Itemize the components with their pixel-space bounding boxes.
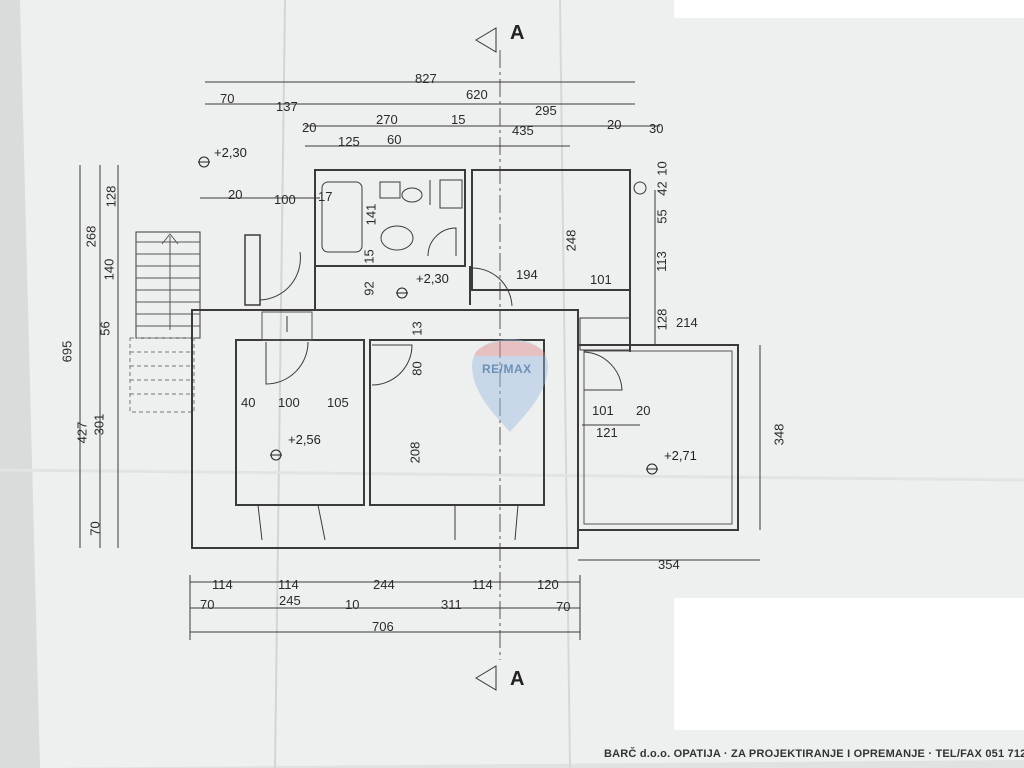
dim-left: 70 [87, 521, 103, 536]
dim-interior: 92 [361, 281, 377, 296]
dim-bottom: 10 [345, 597, 360, 612]
dim-interior: 40 [241, 395, 256, 410]
level-mark: +2,71 [664, 448, 697, 463]
dim-interior: 13 [409, 321, 425, 336]
dim-interior: 208 [407, 441, 423, 464]
dim-interior: 248 [563, 229, 579, 252]
paper-sheet [20, 0, 1024, 768]
title-block-footer: BARČ d.o.o. OPATIJA · ZA PROJEKTIRANJE I… [604, 748, 1024, 760]
dim-misc: 42 [654, 181, 670, 196]
dim-bottom: 114 [278, 577, 299, 592]
level-mark: +2,30 [214, 145, 247, 160]
dim-bottom: 245 [279, 593, 301, 608]
dim-right: 348 [771, 423, 787, 446]
dim-top: 137 [276, 99, 298, 114]
dim-top: 620 [466, 87, 488, 102]
dim-misc: 10 [654, 161, 670, 176]
section-mark-bottom: A [510, 668, 525, 690]
dim-bottom: 114 [212, 577, 233, 592]
dim-interior: 15 [361, 249, 377, 264]
dim-left: 427 [74, 421, 90, 444]
dim-interior: 80 [409, 361, 425, 376]
dim-bottom: 114 [472, 577, 493, 592]
dim-bottom-overall: 706 [372, 619, 394, 634]
level-mark: +2,30 [416, 271, 449, 286]
dim-misc: 214 [676, 315, 698, 330]
watermark-logo [472, 339, 548, 432]
dim-right: 354 [658, 557, 680, 572]
dim-interior: 101 [590, 272, 612, 287]
dim-misc: 55 [654, 209, 670, 224]
dim-bottom: 70 [556, 599, 571, 614]
dim-top: 295 [535, 103, 557, 118]
dim-bottom: 244 [373, 577, 395, 592]
dim-left: 301 [91, 413, 107, 436]
dim-interior: 101 [592, 403, 614, 418]
level-mark: +2,56 [288, 432, 321, 447]
dim-interior: 105 [327, 395, 349, 410]
redaction-mask [674, 598, 1024, 730]
dim-interior: 100 [278, 395, 300, 410]
redaction-mask [674, 0, 1024, 18]
dim-bottom: 311 [441, 597, 462, 612]
dim-top: 125 [338, 134, 360, 149]
dim-top: 20 [607, 117, 622, 132]
dim-bottom: 120 [537, 577, 559, 592]
section-mark-top: A [510, 22, 525, 44]
dim-interior: 20 [636, 403, 651, 418]
dim-top: 30 [649, 121, 664, 136]
dim-left: 128 [103, 185, 119, 208]
dim-bottom: 70 [200, 597, 215, 612]
dim-misc: 20 [228, 187, 243, 202]
dim-misc: 17 [318, 189, 333, 204]
dim-misc: 128 [654, 308, 670, 331]
dim-top-overall: 827 [415, 71, 437, 86]
dim-misc: 113 [653, 251, 669, 272]
dim-misc: 100 [274, 192, 296, 207]
dim-interior: 121 [596, 425, 618, 440]
dim-left: 140 [101, 258, 117, 281]
dim-left: 56 [97, 321, 113, 336]
dim-interior: 194 [516, 267, 538, 282]
dim-top: 15 [451, 112, 466, 127]
watermark-text: RE/MAX [482, 362, 532, 376]
dim-top: 70 [220, 91, 235, 106]
dim-top: 60 [387, 132, 402, 147]
dim-interior: 141 [363, 203, 379, 226]
dim-top: 435 [512, 123, 534, 138]
dim-top: 270 [376, 112, 398, 127]
dim-left: 695 [59, 340, 75, 363]
dim-left: 268 [83, 225, 99, 248]
dim-top: 20 [302, 120, 317, 135]
